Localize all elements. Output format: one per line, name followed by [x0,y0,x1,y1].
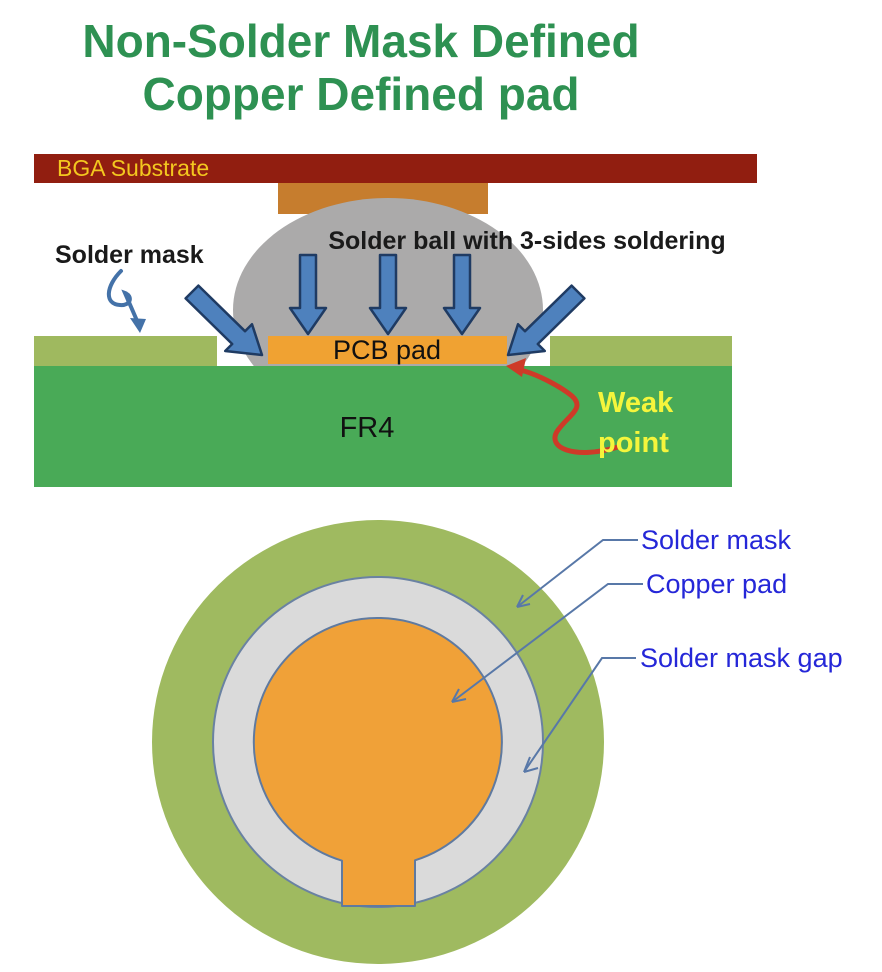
solder-mask-gap-leader-arrowhead [523,756,539,773]
solder-mask-gap-leader-line [523,657,636,773]
solder-mask-pointer-arrowhead [130,318,146,333]
solder-mask-pointer-squiggle [106,269,140,325]
diagonal-arrow-left [184,284,264,357]
fr4-block [34,366,732,487]
weak-point-arrow-squiggle [521,368,621,455]
solder-mask-label-cross-section: Solder mask [55,241,204,269]
down-arrow-right [442,253,482,336]
topview-copper-pad-label: Copper pad [646,569,787,599]
title-line-2: Copper Defined pad [142,68,579,120]
title-line-1: Non-Solder Mask Defined [82,15,639,67]
down-arrow-left [288,253,328,336]
solder-mask-bar-left [34,336,217,366]
pcb-pad [268,336,507,364]
diagonal-arrow-right [506,284,586,357]
fr4-label: FR4 [340,412,395,444]
solder-ball-label: Solder ball with 3-sides soldering [328,227,725,255]
weak-point-arrowhead [506,358,526,377]
copper-pad-leader-line [451,583,643,703]
bga-substrate-bar [34,154,757,183]
weak-point-label-line1: Weak [598,387,674,419]
topview-solder-mask-gap-label: Solder mask gap [640,643,843,673]
weak-point-label-line2: point [598,427,669,459]
pcb-pad-label: PCB pad [333,335,441,365]
topview-copper-pad-keyhole [252,616,503,907]
topview-solder-mask-label: Solder mask [641,525,792,555]
solder-mask-leader-line [516,539,638,608]
bga-substrate-label: BGA Substrate [57,155,209,181]
solder-mask-bar-right [550,336,732,366]
solder-mask-leader-arrowhead [516,594,531,608]
copper-pad-leader-arrowhead [451,688,467,703]
down-arrow-middle [368,253,408,336]
